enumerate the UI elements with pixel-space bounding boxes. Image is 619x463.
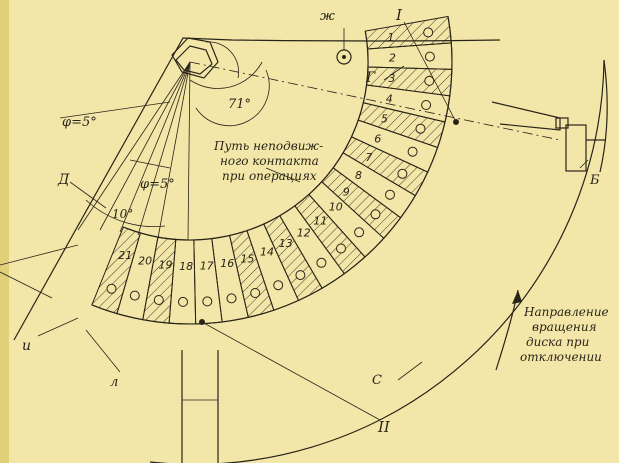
terminal-zh: [336, 28, 352, 65]
contact-segment-19: [142, 236, 177, 324]
contact-point-21: [106, 283, 117, 294]
hub: [171, 37, 263, 89]
label-l: л: [110, 375, 118, 390]
label-d: Д: [57, 172, 70, 188]
bracket-b: [491, 101, 606, 172]
contact-number-19: 19: [159, 258, 173, 271]
contact-number-10: 10: [329, 201, 343, 214]
label-s: С: [372, 373, 382, 388]
contact-segment-21: [91, 226, 141, 315]
contact-point-14: [273, 280, 284, 291]
contact-point-8: [385, 189, 395, 200]
contact-number-20: 20: [138, 255, 152, 268]
contact-number-14: 14: [260, 246, 274, 259]
contact-number-11: 11: [313, 215, 327, 228]
contact-point-2: [424, 51, 435, 62]
label-angle-71: 71°: [228, 97, 251, 112]
phi-top-leader: [59, 101, 171, 119]
contact-point-15: [250, 288, 261, 298]
contact-point-13: [295, 270, 306, 281]
angle-10-arc: [85, 199, 166, 227]
contact-segment-5: [357, 102, 446, 149]
contact-number-1: 1: [387, 31, 394, 44]
label-g: Г: [365, 70, 376, 86]
contact-point-16: [226, 293, 237, 304]
path-note-line-1: Путь неподвиж-: [213, 139, 323, 153]
rotation-note-line-4: отключении: [520, 350, 602, 364]
construction-lines: [77, 61, 561, 241]
contact-number-7: 7: [366, 151, 373, 164]
angle-71-arc: [195, 69, 270, 127]
contact-point-6: [407, 146, 418, 157]
label-roman-one: I: [395, 6, 403, 24]
disc-arc-c: [149, 59, 605, 463]
rotation-note-line-2: вращения: [532, 320, 597, 334]
path-note-line-2: ного контакта: [220, 154, 319, 168]
contact-number-12: 12: [297, 227, 311, 240]
contact-number-15: 15: [240, 252, 254, 265]
contact-point-10: [354, 227, 365, 238]
rotation-note-line-1: Направление: [523, 305, 609, 319]
path-note: Путь неподвиж- ного контакта при операци…: [213, 139, 327, 183]
contact-point-19: [153, 295, 164, 305]
contact-number-8: 8: [355, 169, 362, 182]
contact-point-11: [336, 243, 346, 254]
contact-point-1: [423, 27, 434, 38]
contact-segment-17: [193, 238, 223, 325]
contact-number-21: 21: [118, 249, 132, 262]
label-b: Б: [589, 173, 600, 188]
contact-segment-3: [365, 66, 453, 97]
contact-point-4: [421, 100, 432, 110]
contact-number-5: 5: [381, 113, 388, 126]
rotation-note-line-3: диска при: [526, 335, 589, 349]
leader-lines: [0, 21, 589, 421]
contact-point-18: [178, 296, 188, 307]
label-roman-two: II: [377, 418, 391, 436]
contact-point-5: [415, 123, 426, 134]
label-angle-10: 10°: [112, 207, 133, 221]
label-zh: ж: [320, 9, 335, 24]
contact-point-20: [129, 290, 140, 301]
contact-ring-inner: [123, 30, 369, 241]
contact-number-9: 9: [343, 185, 350, 198]
left-margin-strip: [0, 0, 9, 463]
contact-point-7: [397, 168, 408, 179]
disc-outer-edge: [13, 37, 501, 341]
contact-number-2: 2: [389, 51, 396, 64]
contact-segment-15: [229, 230, 275, 319]
contact-number-6: 6: [374, 132, 381, 145]
contact-ring-outer: [91, 16, 453, 325]
contact-point-12: [316, 257, 327, 268]
contact-number-17: 17: [200, 260, 214, 273]
path-note-line-3: при операциях: [222, 169, 317, 183]
label-phi-top: φ=5°: [62, 115, 97, 130]
rotation-note: Направление вращения диска при отключени…: [520, 305, 612, 364]
disc-right-edge: [599, 59, 608, 173]
label-i: и: [22, 338, 31, 354]
contact-number-18: 18: [179, 260, 193, 273]
shaft: [181, 350, 219, 463]
contact-point-9: [370, 209, 381, 220]
contact-point-3: [424, 75, 435, 86]
contact-number-4: 4: [386, 93, 393, 106]
contact-number-3: 3: [388, 72, 395, 85]
contact-number-16: 16: [220, 257, 234, 270]
phi-mid-leader: [129, 159, 171, 169]
contact-point-17: [202, 296, 213, 307]
label-phi-mid: φ=5°: [140, 177, 175, 192]
contact-number-13: 13: [279, 237, 293, 250]
